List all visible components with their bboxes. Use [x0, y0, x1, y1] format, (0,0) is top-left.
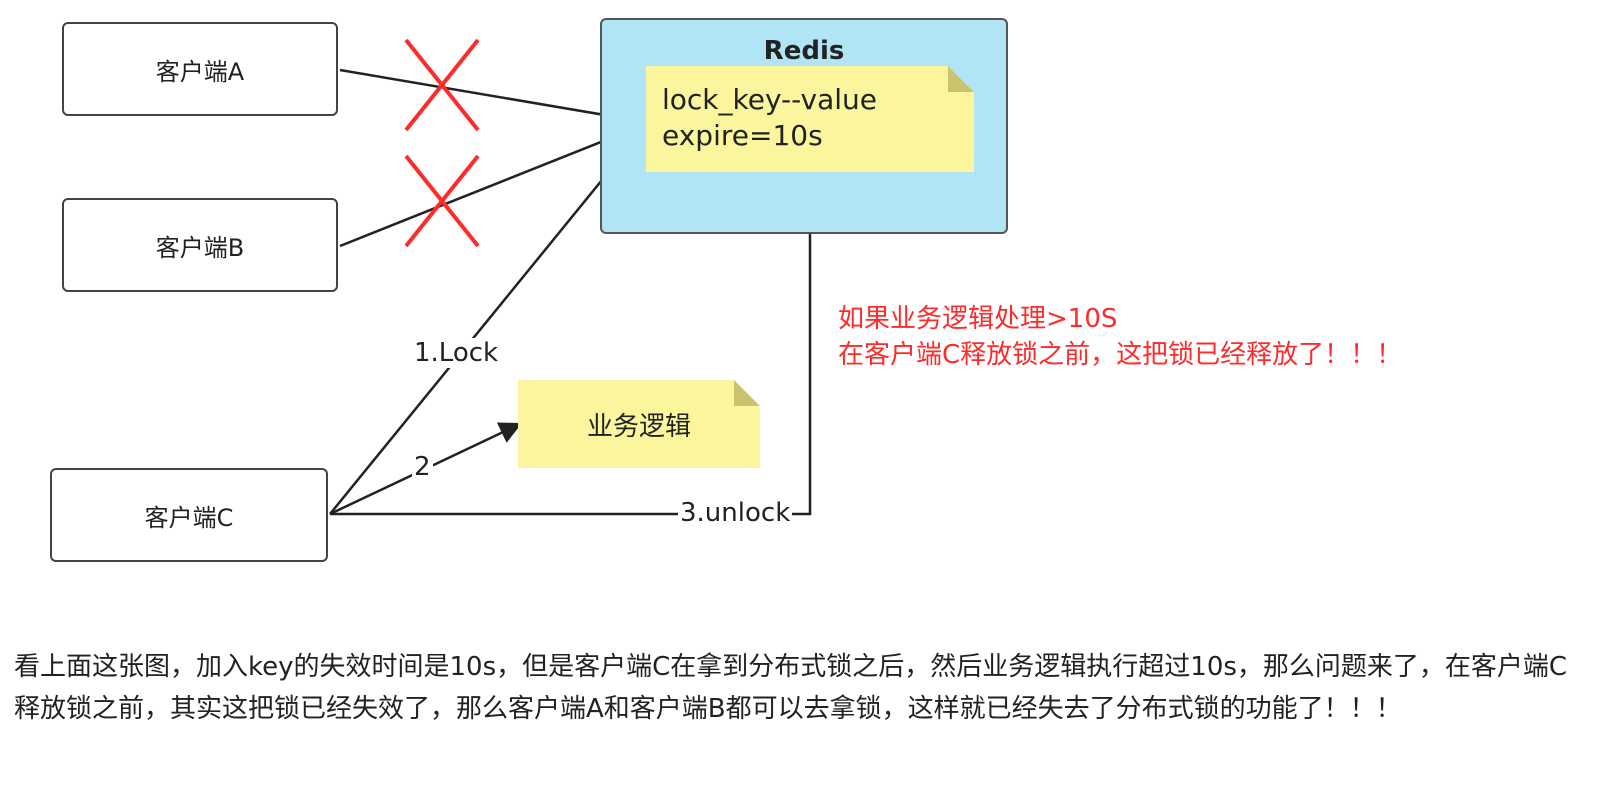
client-a-node: 客户端A [62, 22, 338, 116]
edge-label-unlock: 3.unlock [678, 498, 793, 528]
edge-label-step2: 2 [412, 452, 433, 482]
arrow-client-c-lock [329, 124, 648, 515]
cross-mark-a [404, 38, 480, 132]
client-c-label: 客户端C [144, 503, 234, 532]
client-a-label: 客户端A [155, 57, 245, 86]
warning-line-1: 如果业务逻辑处理>10S [838, 304, 1118, 334]
arrow-client-c-unlock [330, 169, 822, 516]
client-b-label: 客户端B [155, 233, 245, 262]
expire-line: expire=10s [662, 119, 823, 152]
arrow-client-a-to-redis [339, 68, 649, 130]
redis-title: Redis [763, 36, 845, 66]
warning-line-2: 在客户端C释放锁之前，这把锁已经释放了！！！ [838, 340, 1403, 370]
client-c-node: 客户端C [50, 468, 328, 562]
business-logic-note: 业务逻辑 [518, 380, 760, 468]
lock-key-note: lock_key--value expire=10s [646, 66, 974, 172]
business-logic-label: 业务逻辑 [586, 411, 691, 442]
diagram-connectors [329, 38, 822, 516]
client-b-node: 客户端B [62, 198, 338, 292]
lock-key-line: lock_key--value [662, 83, 877, 116]
cross-mark-b [404, 154, 480, 248]
arrow-client-b-to-redis [339, 121, 649, 248]
explanation-paragraph: 看上面这张图，加入key的失效时间是10s，但是客户端C在拿到分布式锁之后，然后… [14, 652, 1568, 724]
edge-label-lock: 1.Lock [412, 338, 501, 368]
